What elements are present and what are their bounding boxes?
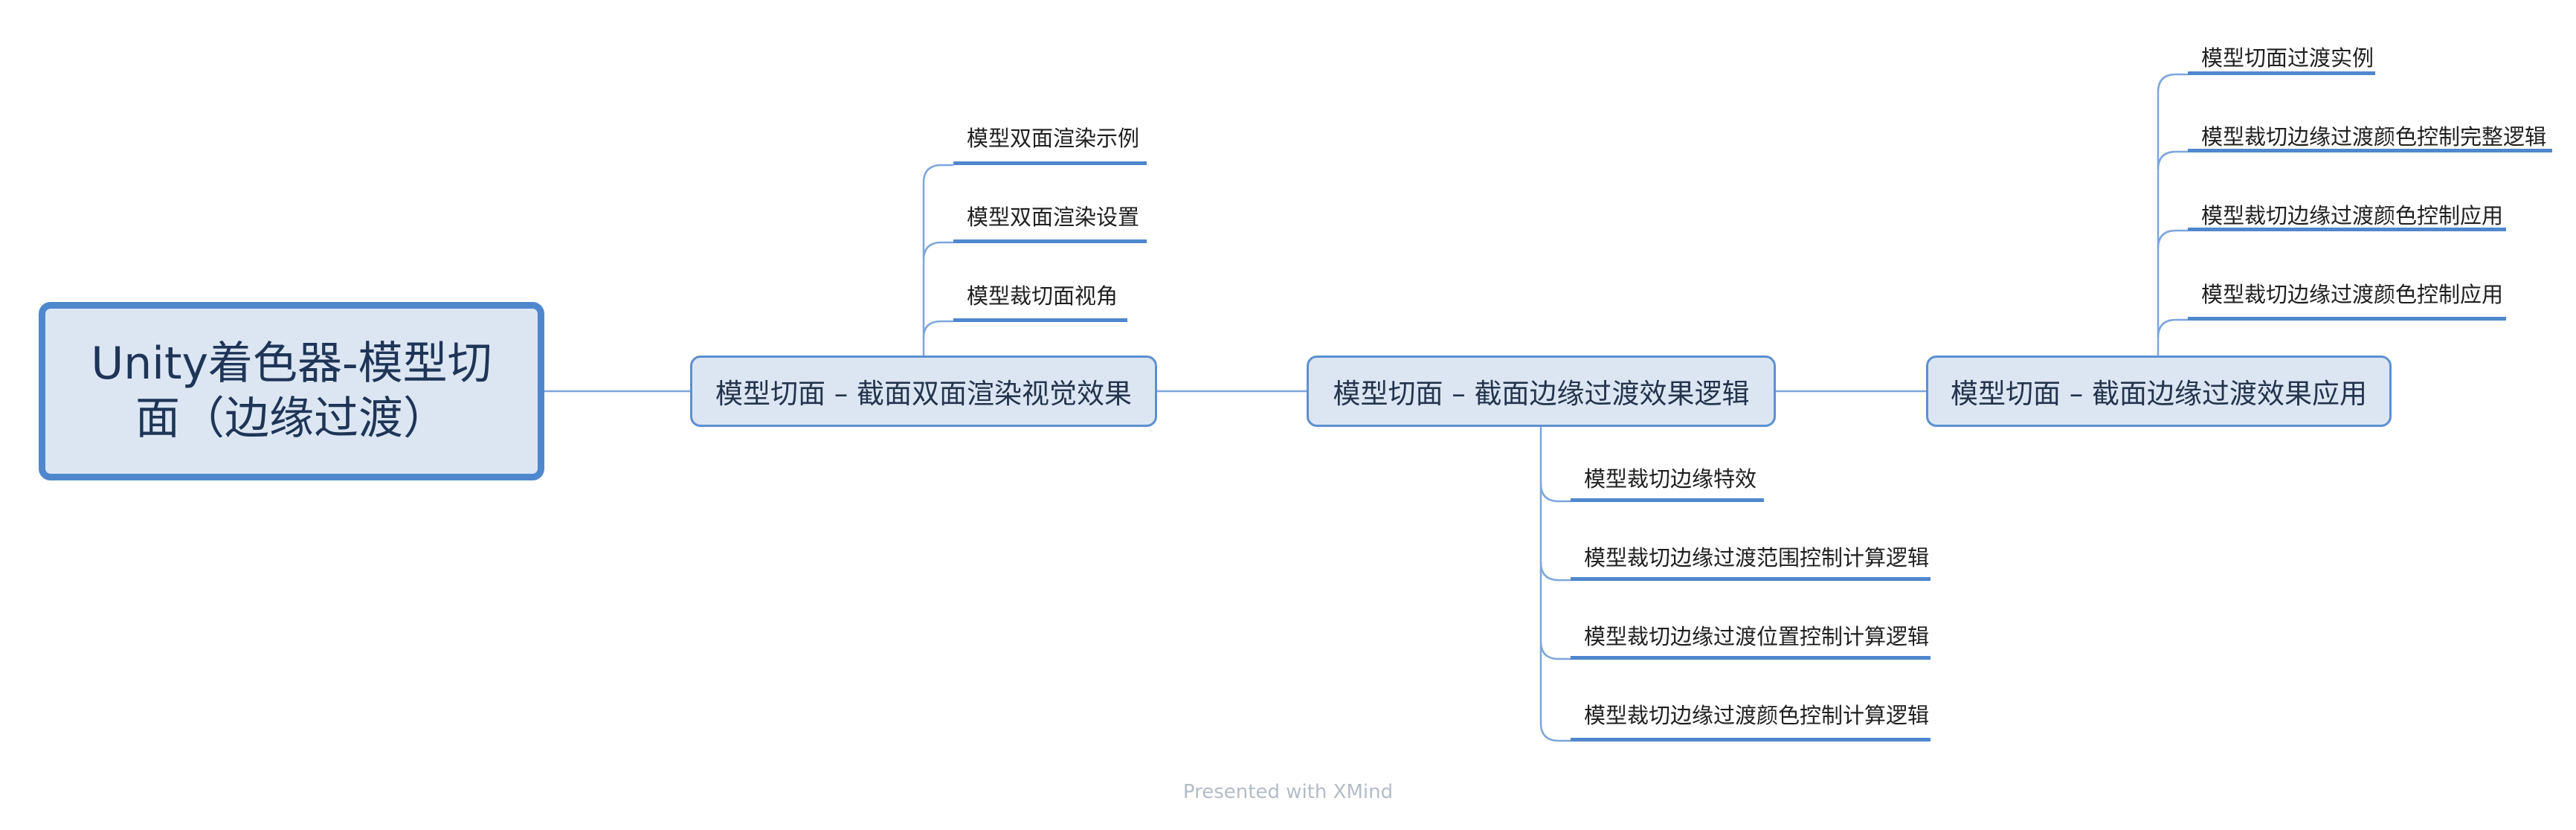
- connector-topic1-children: [922, 164, 953, 356]
- subtopic-2-3[interactable]: 模型裁切边缘过渡位置控制计算逻辑: [1584, 624, 1930, 649]
- subtopic-1-3-underline: [953, 318, 1127, 322]
- subtopic-3-4[interactable]: 模型裁切边缘过渡颜色控制应用: [2201, 282, 2504, 307]
- subtopic-2-1[interactable]: 模型裁切边缘特效: [1584, 466, 1757, 492]
- subtopic-1-2[interactable]: 模型双面渲染设置: [967, 205, 1140, 230]
- topic-2-label: 模型切面 – 截面边缘过渡效果逻辑: [1333, 378, 1750, 410]
- subtopic-2-4[interactable]: 模型裁切边缘过渡颜色控制计算逻辑: [1584, 703, 1930, 728]
- subtopic-1-2-underline: [953, 239, 1147, 243]
- topic-2[interactable]: 模型切面 – 截面边缘过渡效果逻辑: [1307, 356, 1776, 427]
- connector-topic1-child3: [922, 320, 953, 338]
- connector-topic2-child3: [1539, 640, 1571, 660]
- connector-topic2-child1: [1539, 483, 1571, 503]
- subtopic-3-2[interactable]: 模型裁切边缘过渡颜色控制完整逻辑: [2201, 124, 2547, 149]
- connector-topic3-child2: [2157, 150, 2188, 170]
- subtopic-2-2[interactable]: 模型裁切边缘过渡范围控制计算逻辑: [1584, 545, 1930, 570]
- connector-topic2-children: [1539, 427, 1571, 742]
- subtopic-1-1[interactable]: 模型双面渲染示例: [967, 126, 1140, 151]
- subtopic-2-3-underline: [1571, 656, 1931, 660]
- footer-credit: Presented with XMind: [1182, 781, 1394, 803]
- subtopic-2-1-underline: [1571, 498, 1764, 502]
- connector-topic2-child2: [1539, 562, 1571, 582]
- connector-topic3-child4: [2157, 318, 2188, 338]
- connector-topic1-child2: [922, 241, 953, 261]
- topic-3[interactable]: 模型切面 – 截面边缘过渡效果应用: [1926, 356, 2392, 427]
- subtopic-3-1[interactable]: 模型切面过渡实例: [2201, 45, 2374, 71]
- connector-topic3-children: [2157, 73, 2188, 356]
- subtopic-1-1-underline: [953, 161, 1147, 165]
- subtopic-2-4-underline: [1571, 738, 1931, 741]
- subtopic-1-3[interactable]: 模型裁切面视角: [967, 283, 1118, 309]
- topic-1-label: 模型切面 – 截面双面渲染视觉效果: [715, 378, 1133, 410]
- root-topic-label: Unity着色器-模型切面（边缘过渡）: [91, 338, 492, 445]
- topic-3-label: 模型切面 – 截面边缘过渡效果应用: [1950, 378, 2368, 410]
- subtopic-2-2-underline: [1571, 577, 1931, 581]
- subtopic-3-3-underline: [2188, 228, 2506, 231]
- topic-1[interactable]: 模型切面 – 截面双面渲染视觉效果: [690, 356, 1157, 427]
- root-topic[interactable]: Unity着色器-模型切面（边缘过渡）: [39, 302, 544, 480]
- subtopic-3-2-underline: [2188, 149, 2552, 152]
- connector-topic3-child3: [2157, 229, 2188, 249]
- subtopic-3-1-underline: [2188, 71, 2375, 75]
- subtopic-3-3[interactable]: 模型裁切边缘过渡颜色控制应用: [2201, 203, 2504, 228]
- subtopic-3-4-underline: [2188, 317, 2506, 321]
